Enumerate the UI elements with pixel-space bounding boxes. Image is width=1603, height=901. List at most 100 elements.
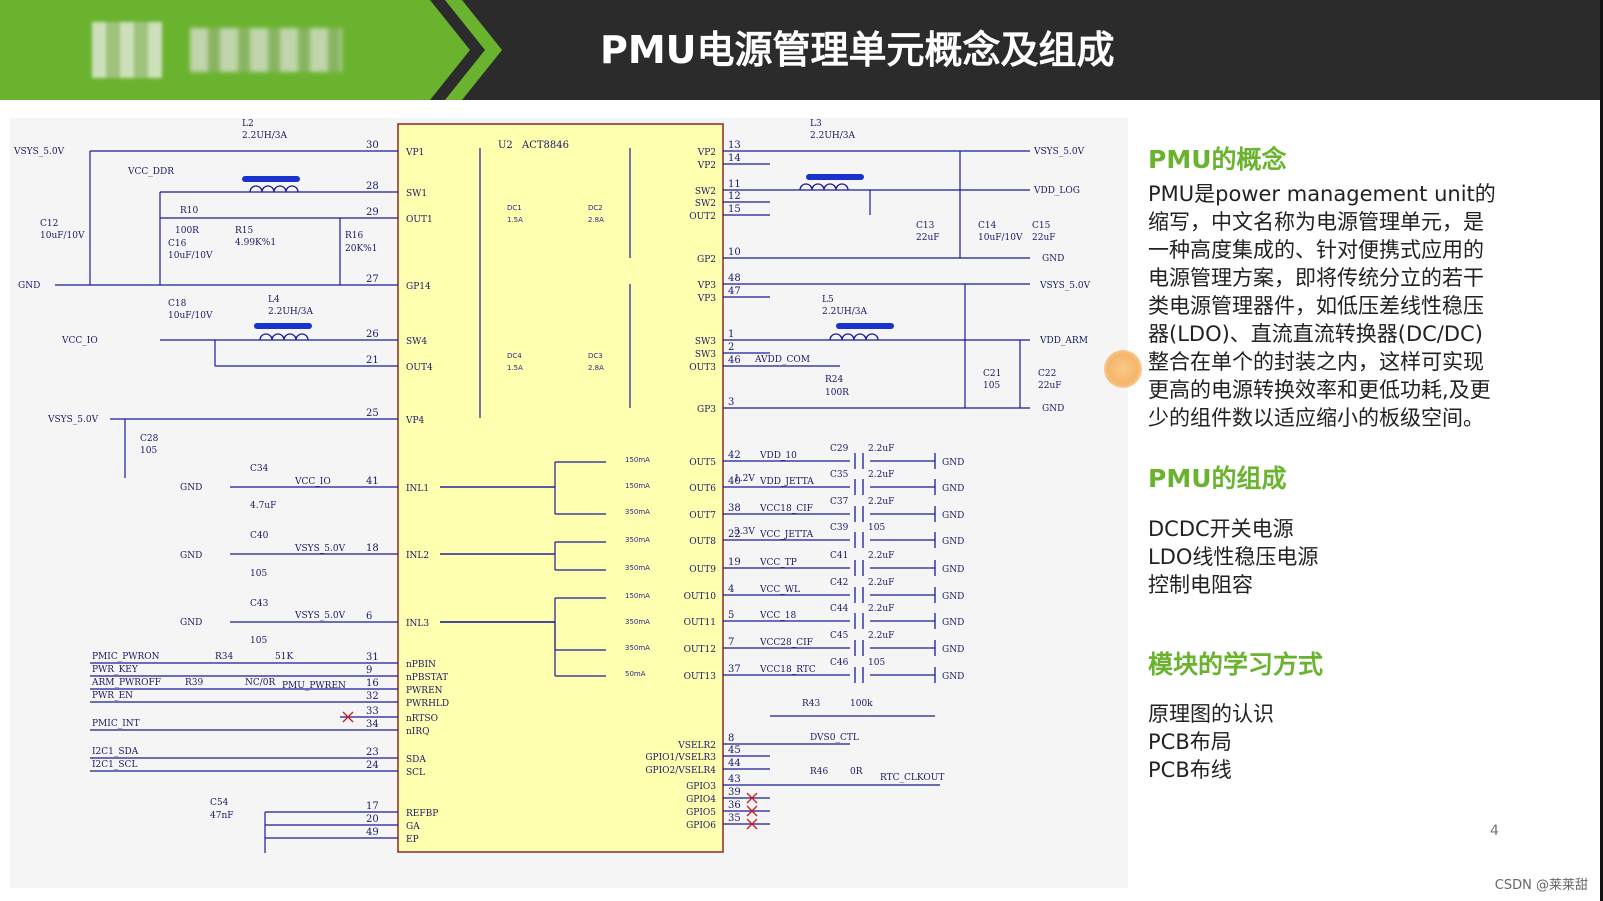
composition-item: 控制电阻容 [1148, 573, 1253, 597]
component-label: 4.99K%1 [235, 238, 276, 248]
ldo-cap-ref: C44 [830, 604, 849, 614]
pin-number: 2 [728, 342, 734, 353]
inductor-coil [799, 183, 849, 191]
pin-name: VP2 [697, 148, 716, 158]
net-label: PMU_PWREN [282, 681, 346, 691]
ground-label: GND [942, 537, 964, 547]
pin-name: OUT9 [689, 565, 716, 575]
ldo-net-label: VCC_18 [759, 611, 796, 621]
pin-number: 8 [728, 733, 734, 744]
ground-label: GND [942, 592, 964, 602]
net-label: VSYS_5.0V [13, 147, 65, 157]
pin-number: 9 [366, 665, 372, 676]
pin-name: PWREN [406, 686, 443, 696]
no-connect-icon [746, 805, 758, 817]
pin-number: 1 [728, 329, 734, 340]
net-label: PMIC_PWRON [92, 652, 160, 662]
pin-number: 13 [728, 140, 741, 151]
pin-name: nIRQ [406, 727, 430, 737]
study-item: 原理图的认识 [1148, 702, 1274, 726]
current-rating: 350mA [625, 644, 650, 652]
component-label: 20K%1 [345, 244, 377, 254]
pin-number: 10 [728, 247, 741, 258]
component-label: C43 [250, 599, 269, 609]
component-label: C14 [978, 221, 997, 231]
pin-name: VP2 [697, 161, 716, 171]
inductor-core [254, 323, 312, 329]
pin-number: 23 [366, 747, 379, 758]
pin-name: GPIO5 [686, 808, 716, 818]
pin-number: 45 [728, 745, 741, 756]
component-label: C22 [1038, 369, 1056, 379]
current-rating: 150mA [625, 456, 650, 464]
pin-name: VSELR2 [677, 741, 716, 751]
ldo-cap-value: 105 [868, 523, 885, 533]
pin-number: 14 [728, 153, 741, 164]
ldo-cap-ref: C46 [830, 658, 849, 668]
pin-number: 24 [366, 760, 379, 771]
pin-number: 4 [728, 584, 734, 595]
pin-number: 18 [366, 543, 379, 554]
pin-number: 20 [366, 814, 379, 825]
component-label: 105 [983, 381, 1000, 391]
concept-line: 更高的电源转换效率和更低功耗,及更 [1148, 378, 1491, 402]
current-rating: 1.5A [507, 216, 523, 224]
net-label: GND [1042, 254, 1064, 264]
pin-name: INL1 [406, 484, 429, 494]
pin-number: 25 [366, 408, 379, 419]
pin-number: 31 [366, 652, 379, 663]
ground-label: GND [942, 511, 964, 521]
composition-item: DCDC开关电源 [1148, 517, 1294, 541]
pin-name: OUT3 [689, 363, 716, 373]
concept-line: 电源管理方案，即将传统分立的若干 [1148, 266, 1484, 290]
ldo-net-label: VCC18_RTC [759, 665, 816, 675]
pin-name: OUT2 [689, 212, 716, 222]
slide-header: PMU电源管理单元概念及组成 [0, 0, 1600, 100]
concept-line: 类电源管理器件，如低压差线性稳压 [1148, 294, 1484, 318]
current-rating: 350mA [625, 564, 650, 572]
current-rating: DC2 [588, 204, 603, 212]
pin-name: SW3 [695, 337, 716, 347]
pin-number: 32 [366, 691, 379, 702]
pin-name: SW4 [406, 337, 427, 347]
pin-number: 26 [366, 329, 379, 340]
pin-name: GPIO4 [686, 795, 716, 805]
current-rating: DC3 [588, 352, 603, 360]
pin-number: 30 [366, 140, 379, 151]
pin-name: GA [406, 822, 420, 832]
pin-name: GP3 [697, 405, 716, 415]
current-rating: DC1 [507, 204, 522, 212]
component-label: R10 [180, 206, 199, 216]
component-label: C12 [40, 219, 58, 229]
pin-name: VP1 [405, 148, 424, 158]
watermark: CSDN @莱莱甜 [1494, 878, 1588, 893]
pin-number: 36 [728, 800, 741, 811]
inductor-core [242, 176, 300, 182]
net-label: DVS0_CTL [810, 733, 859, 743]
net-label: I2C1_SDA [92, 747, 139, 757]
pin-name: nPBIN [406, 660, 436, 670]
pin-number: 41 [366, 476, 379, 487]
component-label: L5 [822, 295, 834, 305]
component-label: R46 [810, 767, 829, 777]
concept-heading: PMU的概念 [1148, 145, 1287, 174]
pin-number: 38 [728, 503, 741, 514]
current-rating: 1.5A [507, 364, 523, 372]
component-label: NC/0R [245, 678, 276, 688]
concept-line: PMU是power management unit的 [1148, 182, 1496, 206]
pin-number: 40 [728, 476, 741, 487]
inductor-coil [829, 333, 879, 341]
component-label: C16 [168, 239, 187, 249]
pin-number: 43 [728, 774, 741, 785]
pin-number: 35 [728, 813, 741, 824]
concept-line: 少的组件数以适应缩小的板级空间。 [1148, 406, 1484, 430]
no-connect-icon [342, 711, 354, 723]
pin-name: GP14 [406, 282, 431, 292]
component-label: C54 [210, 798, 229, 808]
ldo-net-label: VCC28_CIF [759, 638, 813, 648]
net-label: PWR_EN [92, 691, 133, 701]
pin-name: OUT10 [684, 592, 717, 602]
inductor-core [836, 323, 894, 329]
